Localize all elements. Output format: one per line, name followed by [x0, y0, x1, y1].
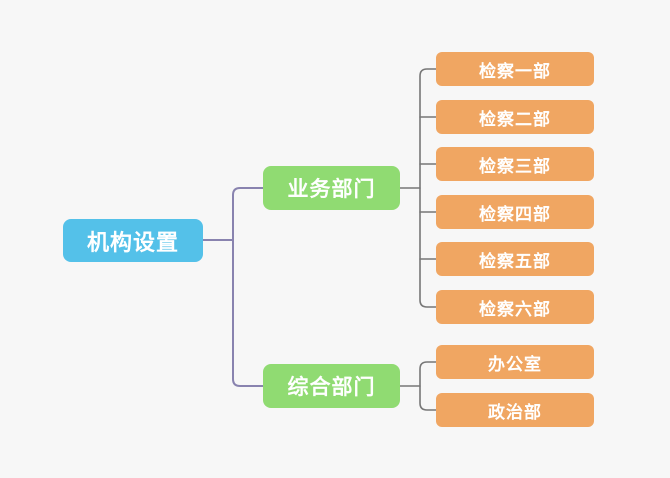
leaf-node-procuratorial-dept-4[interactable]: 检察四部 [436, 195, 594, 229]
connector-business-trunk [419, 68, 437, 308]
business-branch-connectors [399, 68, 437, 308]
leaf-node-procuratorial-dept-5[interactable]: 检察五部 [436, 242, 594, 276]
leaf-node-procuratorial-dept-1[interactable]: 检察一部 [436, 52, 594, 86]
leaf-node-procuratorial-dept-3[interactable]: 检察三部 [436, 147, 594, 181]
connector-general-trunk [419, 361, 437, 411]
connector-trunk-branches [232, 187, 264, 387]
general-branch-connectors [399, 361, 437, 411]
root-level-connectors [202, 187, 264, 387]
root-node-organization-setup[interactable]: 机构设置 [63, 219, 203, 262]
leaf-node-political-dept[interactable]: 政治部 [436, 393, 594, 427]
leaf-node-procuratorial-dept-2[interactable]: 检察二部 [436, 100, 594, 134]
branch-node-general-departments[interactable]: 综合部门 [263, 364, 400, 408]
leaf-node-procuratorial-dept-6[interactable]: 检察六部 [436, 290, 594, 324]
leaf-node-general-office[interactable]: 办公室 [436, 345, 594, 379]
branch-node-business-departments[interactable]: 业务部门 [263, 166, 400, 210]
